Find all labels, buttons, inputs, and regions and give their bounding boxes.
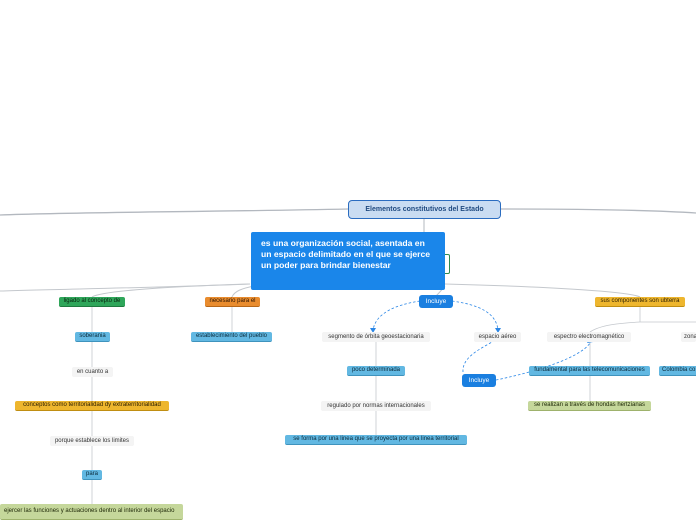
arrowhead-segmento [370, 328, 376, 333]
node-necesario[interactable]: necesario para el [205, 297, 260, 307]
arrowhead-espacio [495, 328, 501, 333]
node-soberania[interactable]: soberania [75, 332, 110, 342]
node-poco-determinada[interactable]: poco determinada [347, 366, 405, 376]
node-ejercer[interactable]: ejercer las funciones y actuaciones dent… [0, 504, 183, 520]
node-zona[interactable]: zona [681, 332, 696, 342]
central-text: es una organización social, asentada en … [261, 238, 431, 270]
node-espacio-aereo[interactable]: espacio aéreo [474, 332, 521, 342]
connector-root-right [500, 208, 696, 214]
dashed-link-incluye-segmento [372, 300, 421, 331]
incluye-badge-left[interactable]: Incluye [462, 374, 496, 387]
dashed-link-incluye2-espectro [495, 342, 591, 381]
node-ligado[interactable]: ligado al concepto de [59, 297, 125, 307]
root-node[interactable]: Elementos constitutivos del Estado [348, 200, 501, 219]
node-en-cuanto[interactable]: en cuanto a [72, 367, 113, 377]
node-conceptos[interactable]: conceptos como territorialidad dy extrat… [15, 401, 169, 411]
node-segmento[interactable]: segmento de órbita geoestacionaria [322, 332, 430, 342]
node-para[interactable]: para [82, 470, 102, 480]
root-label: Elementos constitutivos del Estado [365, 206, 484, 213]
node-se-forma[interactable]: se forma por una linea que se proyecta p… [285, 435, 467, 445]
connector-d-bus-left [589, 321, 641, 333]
node-espectro[interactable]: espectro electromagnético [547, 332, 631, 342]
node-fundamental[interactable]: fundamental para las telecomunicaciones [529, 366, 650, 376]
node-regulado[interactable]: regulado por normas internacionales [321, 401, 431, 411]
node-colombia[interactable]: Colombia co [659, 366, 696, 376]
connector-to-ligado [91, 283, 251, 298]
incluye-badge-top[interactable]: Incluye [419, 295, 453, 308]
dashed-link-incluye2-espacio [462, 341, 493, 373]
central-node[interactable]: es una organización social, asentada en … [251, 232, 445, 290]
node-establecimiento[interactable]: establecimiento del pueblo [191, 332, 272, 342]
node-componentes[interactable]: sus componentes son ubterra [595, 297, 685, 307]
dashed-link-incluye-espacio [451, 300, 499, 331]
connector-to-componentes [444, 283, 641, 298]
node-ondas[interactable]: se realizan a través de hondas hertziana… [528, 401, 651, 411]
node-porque[interactable]: porque establece los limites [50, 436, 134, 446]
connector-root-left [0, 208, 349, 216]
